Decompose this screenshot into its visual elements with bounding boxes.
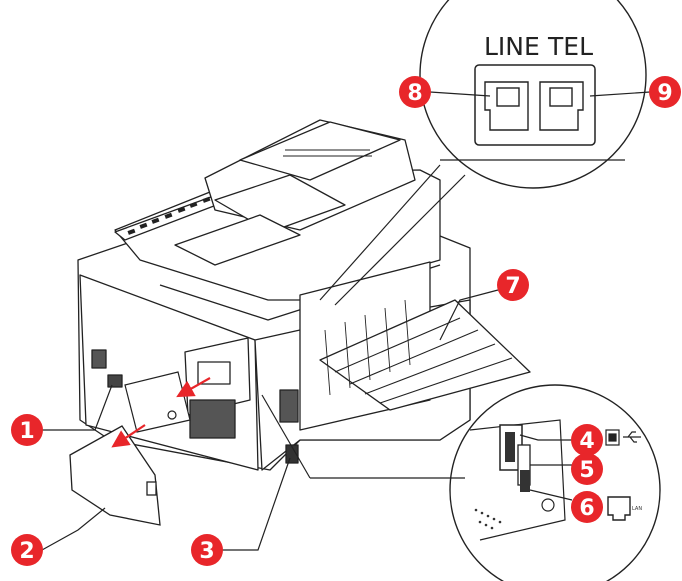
usb-icon [605, 429, 641, 446]
phone-tel-port-icon [539, 81, 584, 131]
callout-2: 2 [11, 534, 43, 566]
adf-lid [239, 121, 401, 181]
callout-8: 8 [399, 76, 431, 108]
output-tray [174, 214, 301, 266]
connector-dots [474, 508, 502, 530]
svg-text:4: 4 [579, 429, 594, 454]
removal-arrow-1 [176, 377, 211, 398]
svg-text:8: 8 [407, 81, 422, 106]
callout-leaders [41, 91, 651, 551]
lan-port-icon [607, 496, 631, 521]
phone-line-port-icon [484, 81, 529, 131]
left-vent [91, 349, 107, 369]
interface-cover-panel [124, 371, 191, 433]
callout-3: 3 [191, 534, 223, 566]
removal-arrow-2 [111, 424, 146, 448]
svg-text:5: 5 [579, 458, 594, 483]
side-cover [69, 425, 161, 526]
svg-text:1: 1 [19, 419, 34, 444]
svg-text:9: 9 [657, 81, 672, 106]
control-buttons [127, 196, 211, 235]
svg-text:3: 3 [199, 539, 214, 564]
svg-text:6: 6 [579, 496, 594, 521]
callout-1: 1 [11, 414, 43, 446]
line-label: LINE [484, 32, 540, 61]
callout-5: 5 [571, 453, 603, 485]
phone-port-zoom: LINE TEL [419, 0, 647, 189]
callout-6: 6 [571, 491, 603, 523]
callout-4: 4 [571, 424, 603, 456]
vent-grille [189, 399, 236, 439]
svg-text:7: 7 [505, 274, 520, 299]
callout-7: 7 [497, 269, 529, 301]
svg-text:2: 2 [19, 539, 34, 564]
tel-label: TEL [547, 32, 593, 61]
interface-port-zoom: LAN [449, 384, 661, 581]
lan-label: LAN [632, 506, 642, 512]
rear-vent [279, 389, 299, 423]
callout-9: 9 [649, 76, 681, 108]
